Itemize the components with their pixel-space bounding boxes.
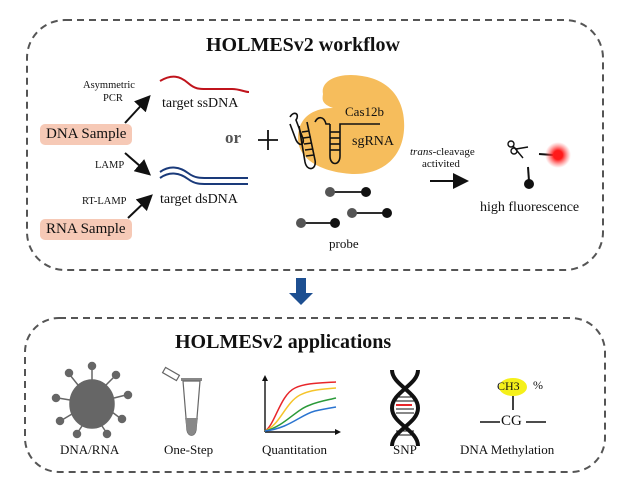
curve-blue [264,406,337,432]
scissors-icon [507,140,529,159]
app-label-snp: SNP [393,442,417,457]
ssdna-strand [159,75,250,93]
percent-label: % [533,378,543,392]
method-pcr: PCR [103,93,123,104]
arrow-lamp [124,152,152,176]
dna-sample-box: DNA Sample [40,124,133,145]
sgrna-label: sgRNA [352,134,395,149]
trans-cleavage-label: trans-cleavage [410,146,475,158]
quencher-dot [524,179,534,189]
method-lamp: LAMP [95,160,125,171]
curve-yellow [264,387,337,432]
target-dsdna-label: target dsDNA [160,192,238,207]
probe-label: probe [329,236,359,251]
dsdna-strand-1 [159,166,248,180]
applications-title: HOLMESv2 applications [175,331,392,353]
dna-helix-icon [389,369,421,447]
app-label-dna-methylation: DNA Methylation [460,442,555,457]
app-label-one-step: One-Step [164,442,214,457]
dsdna-strand-2 [159,172,248,186]
target-ssdna-label: target ssDNA [162,96,239,111]
sgrna-icon [289,112,380,170]
arrow-asymmetric-pcr [124,95,151,124]
curve-red [264,381,337,432]
tube-icon [161,366,202,436]
app-label-dna-rna: DNA/RNA [60,442,120,457]
cleavage-text: -cleavage [432,146,475,158]
activated-label: activited [422,158,460,170]
high-fluorescence-label: high fluorescence [480,200,580,215]
fluorescence-glow-icon [545,142,571,168]
method-asymmetric: Asymmetric [83,80,135,91]
ch3-label: CH3 [497,379,520,393]
trans-italic: trans [410,146,433,158]
cleaved-probe-stem [527,166,530,182]
cg-label: CG [501,413,522,429]
curve-green [264,397,337,432]
app-label-quantitation: Quantitation [262,442,327,457]
arrow-rt-lamp [127,194,153,219]
applications-frame [24,317,606,473]
amplification-curve-icon [262,375,341,435]
virus-icon [51,361,133,439]
probe-icon [296,187,392,228]
methylation-icon [480,378,546,423]
workflow-title: HOLMESv2 workflow [206,34,400,56]
cas12b-label: Cas12b [345,104,384,119]
rna-sample-box: RNA Sample [40,219,132,240]
or-label: or [225,128,242,147]
method-rt-lamp: RT-LAMP [82,196,127,207]
down-arrow-icon [289,278,313,305]
